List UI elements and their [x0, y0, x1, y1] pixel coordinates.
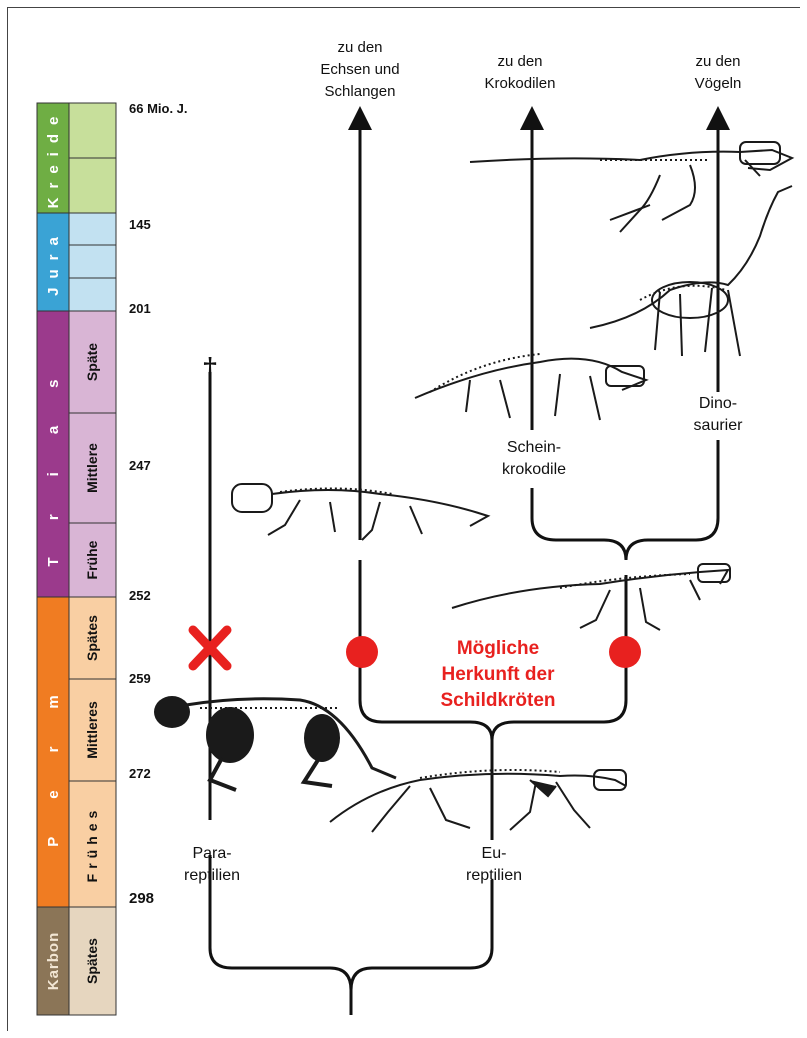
turtle-origin-label-line-2: Herkunft der [442, 664, 556, 685]
epoch-label-trias-mittlere: Mittlere [84, 443, 100, 493]
age-label-252: 252 [129, 588, 151, 603]
root-branch-right [351, 880, 492, 990]
age-label-145: 145 [129, 217, 151, 232]
eureptile-label-line-1: Eu- [482, 845, 507, 862]
pseudocrocodile-label-line-2: krokodile [502, 461, 566, 478]
dinosaur-label-line-1: Dino- [699, 395, 737, 412]
crocodile-label-line-2: Krokodilen [485, 75, 556, 92]
epoch-jura-3 [69, 278, 116, 311]
lizard-label-line-3: Schlangen [325, 83, 396, 100]
period-label-kreide: Kreide [45, 108, 62, 209]
parareptile-skeleton-icon [154, 696, 396, 790]
period-label-perm: Perm [45, 657, 62, 847]
phylogenetic-tree [210, 118, 718, 1015]
crocodile-label-line-1: zu den [497, 53, 542, 70]
epoch-kreide-lower [69, 158, 116, 213]
archosaur-split-left [532, 488, 626, 560]
parareptile-label-line-1: Para- [192, 845, 231, 862]
dagger-icon: † [203, 353, 217, 383]
lizard-label-line-2: Echsen und [320, 61, 399, 78]
eureptile-label-line-2: reptilien [466, 867, 522, 884]
archosaur-split-right [626, 440, 718, 560]
bird-label-line-2: Vögeln [695, 75, 742, 92]
turtle-origin-dot-left [346, 636, 378, 668]
theropod-skeleton-icon [470, 142, 792, 232]
turtle-origin-label-line-3: Schildkröten [440, 690, 555, 711]
period-label-jura: Jura [45, 228, 62, 296]
epoch-label-karbon-spaetes: Spätes [84, 938, 100, 984]
epoch-label-trias-spaete: Späte [84, 343, 100, 381]
age-label-201: 201 [129, 301, 151, 316]
epoch-label-perm-spaetes: Spätes [84, 615, 100, 661]
epoch-jura-2 [69, 245, 116, 278]
bird-label-line-1: zu den [695, 53, 740, 70]
lizard-label-line-1: zu den [337, 39, 382, 56]
dinosaur-label-line-2: saurier [694, 417, 744, 434]
parareptile-label-line-2: reptilien [184, 867, 240, 884]
epoch-label-trias-fruehe: Frühe [84, 540, 100, 579]
age-label-247: 247 [129, 458, 151, 473]
age-label-298: 298 [129, 890, 154, 907]
sauropod-skeleton-icon [590, 186, 792, 356]
pseudocrocodile-label-line-1: Schein- [507, 439, 561, 456]
epoch-kreide-upper [69, 103, 116, 158]
period-label-trias: Trias [45, 341, 62, 566]
epoch-jura-1 [69, 213, 116, 245]
turtle-origin-label-line-1: Mögliche [457, 638, 539, 659]
period-label-karbon: Karbon [45, 932, 62, 991]
turtle-origin-dot-right [609, 636, 641, 668]
age-label-66: 66 Mio. J. [129, 101, 188, 116]
epoch-label-perm-mittleres: Mittleres [84, 701, 100, 759]
age-label-259: 259 [129, 671, 151, 686]
archosauriform-skeleton-icon [452, 564, 730, 630]
age-label-272: 272 [129, 766, 151, 781]
geologic-timescale: Kreide Jura Trias Perm Karbon Späte Mitt… [37, 101, 188, 1015]
epoch-label-perm-fruehes: Frühes [84, 806, 100, 883]
eureptile-skeleton-icon [330, 770, 626, 832]
